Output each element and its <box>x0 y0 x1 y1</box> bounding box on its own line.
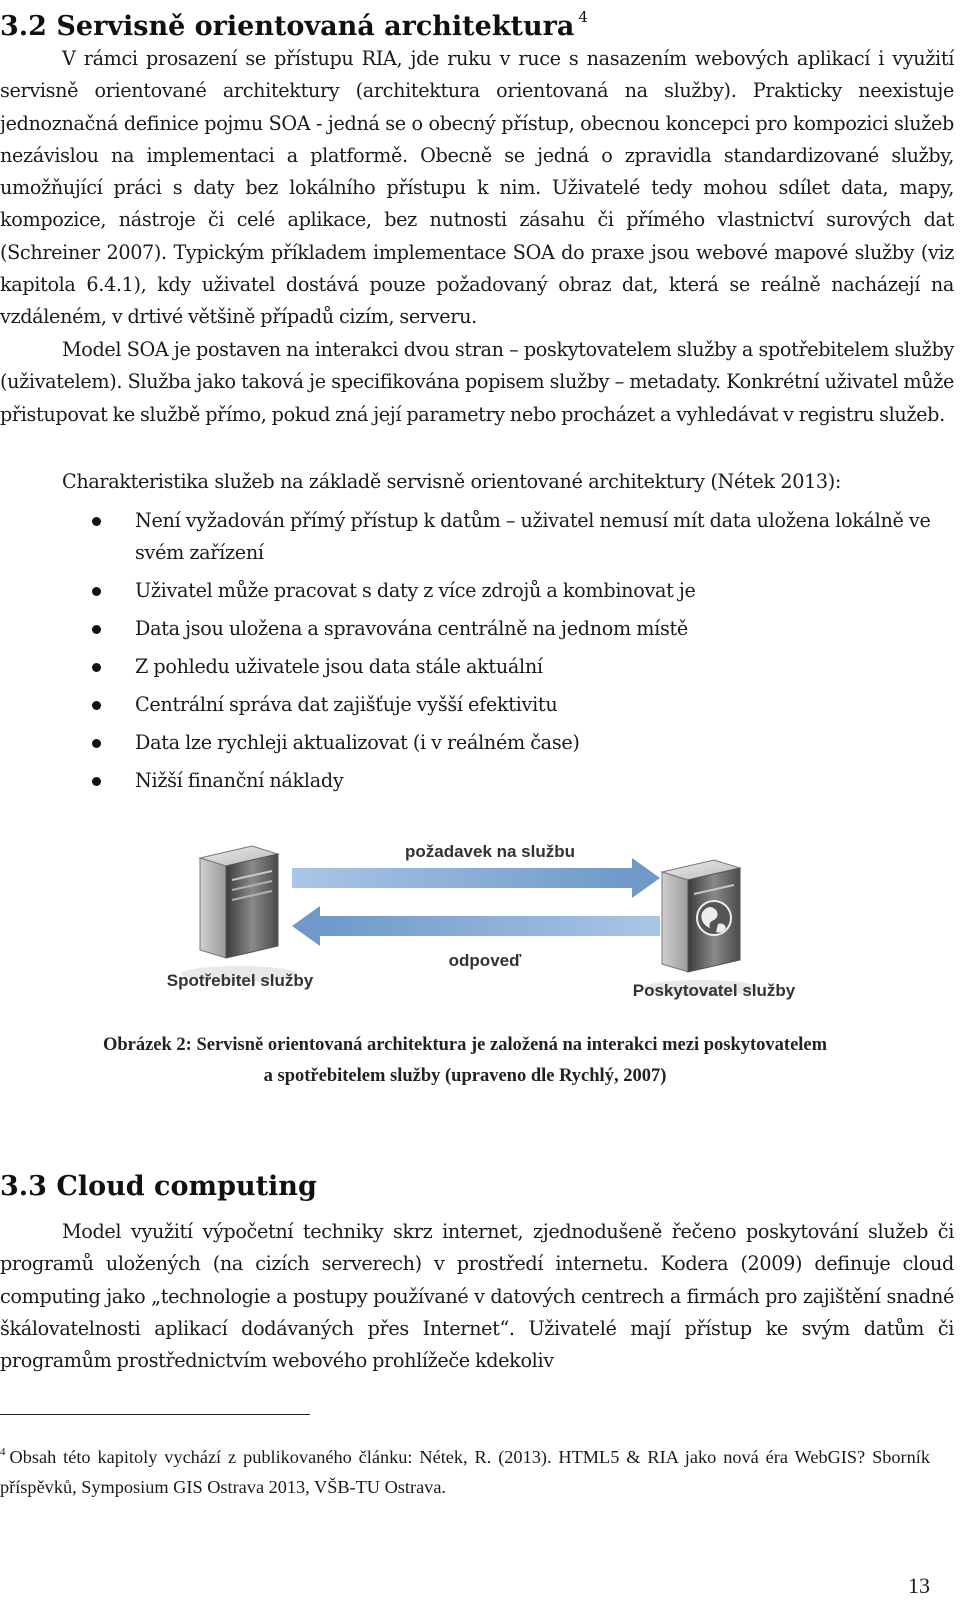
paragraph-soa-model: Model SOA je postaven na interakci dvou … <box>0 338 954 426</box>
bullet-icon <box>92 739 101 748</box>
bullet-icon <box>92 587 101 596</box>
request-arrow-icon <box>292 858 660 898</box>
figure-caption-line1: Obrázek 2: Servisně orientovaná architek… <box>102 1035 828 1055</box>
footnote-reference[interactable]: 4 <box>578 8 588 26</box>
soa-diagram: požadavek na službu odpoveď Spotřebitel … <box>160 820 840 1015</box>
footnote-mark: 4 <box>0 1446 6 1458</box>
list-item: Centrální správa dat zajišťuje vyšší efe… <box>0 689 954 721</box>
figure-caption-line2: a spotřebitelem služby (upraveno dle Ryc… <box>263 1066 667 1086</box>
list-item: Nižší finanční náklady <box>0 765 954 797</box>
list-intro: Charakteristika služeb na základě servis… <box>62 470 842 493</box>
bullet-icon <box>92 625 101 634</box>
response-label: odpoveď <box>449 951 522 970</box>
section-number: 3.3 <box>0 1171 47 1202</box>
list-item: Není vyžadován přímý přístup k datům – u… <box>0 505 954 569</box>
paragraph-soa-intro: V rámci prosazení se přístupu RIA, jde r… <box>0 47 954 329</box>
bullet-icon <box>92 663 101 672</box>
provider-label: Poskytovatel služby <box>633 981 796 1000</box>
footnote-text: Obsah této kapitoly vychází z publikovan… <box>0 1447 930 1497</box>
bullet-icon <box>92 517 101 526</box>
paragraph-cloud: Model využití výpočetní techniky skrz in… <box>0 1220 954 1373</box>
bullet-icon <box>92 701 101 710</box>
provider-server-icon <box>643 859 759 996</box>
consumer-server-icon <box>181 845 297 982</box>
section-number: 3.2 <box>0 11 47 42</box>
section-title: Servisně orientovaná architektura <box>56 11 575 42</box>
consumer-label: Spotřebitel služby <box>167 971 314 990</box>
list-item: Data lze rychleji aktualizovat (i v reál… <box>0 727 954 759</box>
figure-caption: Obrázek 2: Servisně orientovaná architek… <box>0 1030 930 1092</box>
characteristics-list: Není vyžadován přímý přístup k datům – u… <box>0 505 954 803</box>
footnote-divider <box>0 1414 310 1415</box>
bullet-icon <box>92 777 101 786</box>
list-item: Data jsou uložena a spravována centrálně… <box>0 613 954 645</box>
section-heading-cloud: 3.3 Cloud computing <box>0 1170 317 1204</box>
request-label: požadavek na službu <box>405 842 575 861</box>
section-title: Cloud computing <box>56 1171 317 1202</box>
list-item: Uživatel může pracovat s daty z více zdr… <box>0 575 954 607</box>
page-number: 13 <box>908 1573 930 1598</box>
response-arrow-icon <box>292 906 660 946</box>
list-item: Z pohledu uživatele jsou data stále aktu… <box>0 651 954 683</box>
globe-icon <box>696 900 732 936</box>
